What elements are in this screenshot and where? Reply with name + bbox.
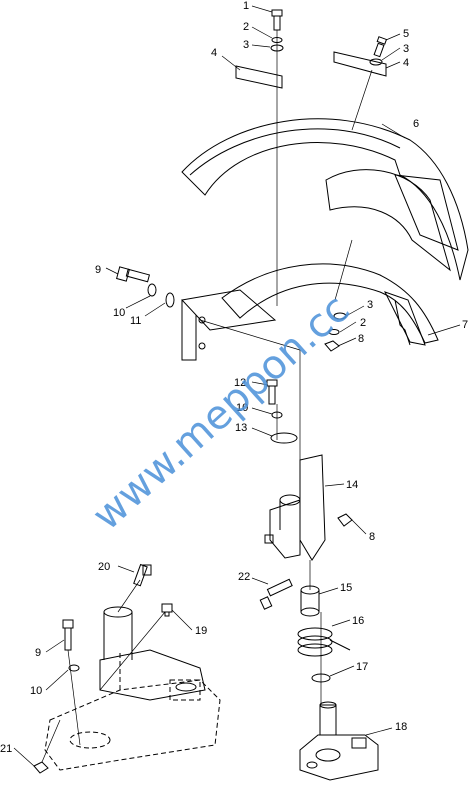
- washer-10-top: [147, 283, 157, 297]
- callout-11: 11: [130, 315, 141, 327]
- callout-21: 21: [0, 743, 12, 755]
- callout-7: 7: [462, 319, 468, 331]
- nut-21: [33, 761, 49, 774]
- bolt-9-lower: [62, 619, 74, 651]
- bolt-22: [259, 578, 293, 610]
- callout-3: 3: [243, 39, 249, 51]
- washer-3-right: [369, 58, 383, 66]
- mount-bracket-14: [264, 454, 326, 561]
- bolt-1: [271, 9, 283, 31]
- sleeve-15: [300, 585, 320, 617]
- callout-labels: 1 2 3 4 5 3 4 6 9 10 11 3 2 8 7 12 10 13…: [0, 0, 468, 755]
- callout-6: 6: [413, 118, 419, 130]
- callout-19: 19: [195, 625, 207, 637]
- washer-2-lower: [328, 329, 340, 335]
- callout-8-upper: 8: [358, 333, 364, 345]
- nut-8-mid: [337, 513, 353, 527]
- watermark: www.meppon.cc: [84, 286, 359, 540]
- callout-4-right: 4: [403, 57, 409, 69]
- fender-6: [181, 118, 469, 281]
- fender-7: [221, 263, 439, 346]
- callout-17: 17: [356, 661, 368, 673]
- leader-lines: [13, 5, 461, 767]
- callout-1: 1: [243, 0, 249, 12]
- washer-11: [165, 292, 175, 308]
- callout-22: 22: [238, 571, 250, 583]
- bolt-12: [266, 379, 278, 405]
- callout-20: 20: [98, 561, 110, 573]
- callout-2: 2: [243, 21, 249, 33]
- callout-2-lower: 2: [360, 317, 366, 329]
- callout-15: 15: [340, 582, 352, 594]
- callout-14: 14: [346, 479, 358, 491]
- callout-10-mid: 10: [236, 402, 248, 414]
- callout-9-lower: 9: [35, 647, 41, 659]
- fitting-19: [161, 603, 173, 617]
- washer-13: [270, 432, 298, 444]
- housing-dashed: [44, 650, 221, 771]
- callout-8-mid: 8: [369, 531, 375, 543]
- nut-8-upper: [324, 340, 340, 352]
- callout-16: 16: [352, 615, 364, 627]
- assembly-center-lines: [41, 30, 373, 763]
- callout-13: 13: [235, 422, 247, 434]
- callout-10-lower: 10: [30, 685, 42, 697]
- bracket-4-left: [235, 65, 283, 89]
- callout-3-right: 3: [403, 43, 409, 55]
- callout-3-lower: 3: [367, 299, 373, 311]
- callout-18: 18: [395, 721, 407, 733]
- spring-16: [297, 627, 351, 657]
- callout-4: 4: [211, 47, 217, 59]
- callout-9-top: 9: [95, 264, 101, 276]
- pivot-base-18: [299, 701, 379, 781]
- callout-5: 5: [403, 28, 409, 40]
- callout-12: 12: [234, 377, 246, 389]
- callout-10-top: 10: [113, 307, 125, 319]
- bolt-20: [133, 563, 152, 587]
- washer-10-lower: [68, 664, 80, 672]
- bracket-4-right: [333, 51, 387, 77]
- bolt-5: [373, 36, 388, 58]
- bolt-9-top: [116, 266, 151, 283]
